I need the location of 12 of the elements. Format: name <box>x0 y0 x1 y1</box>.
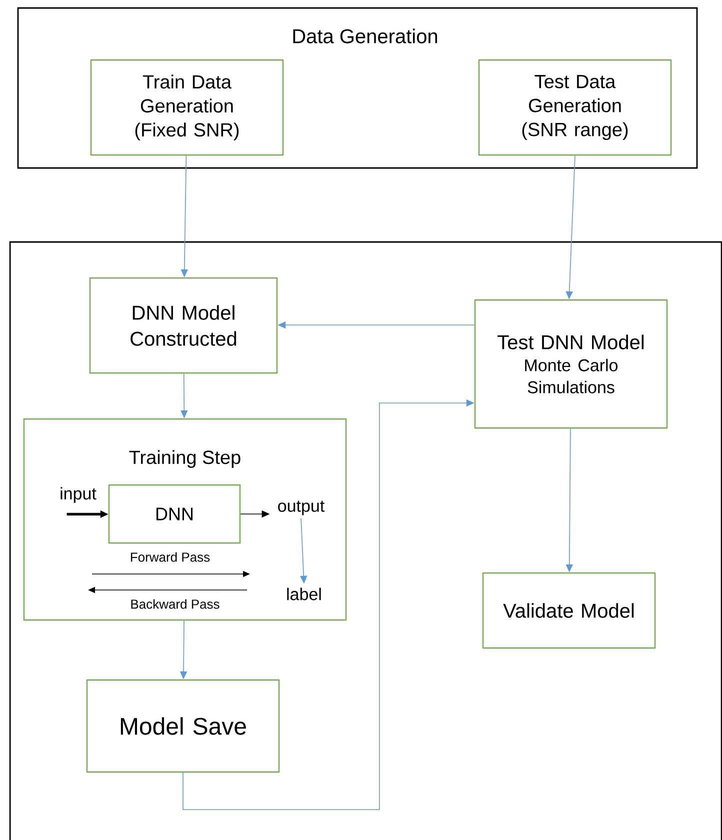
text-label: output <box>278 500 324 516</box>
process-box: Test Data Generation (SNR range) <box>478 59 672 156</box>
process-box: Validate Model <box>482 572 656 649</box>
process-box: DNN <box>108 484 241 544</box>
group-box <box>9 241 722 840</box>
text-label: input <box>60 487 96 503</box>
process-box: DNN Model Constructed <box>89 277 278 374</box>
process-box: Train Data Generation (Fixed SNR) <box>90 59 284 156</box>
text-label: label <box>287 588 321 600</box>
arrow-label: Backward Pass <box>131 599 220 609</box>
process-box: Test DNN Model Monte Carlo Simulations <box>474 299 668 429</box>
process-box: Model Save <box>86 679 280 773</box>
